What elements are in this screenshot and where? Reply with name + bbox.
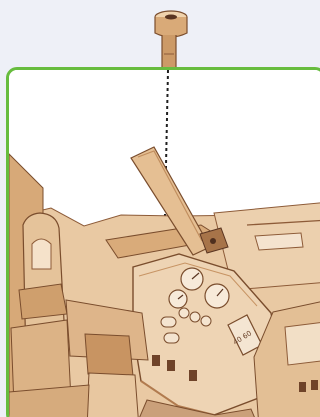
assembly-frame: 40 60 (6, 67, 320, 417)
dashboard-assembly-illustration: 40 60 (9, 70, 320, 417)
